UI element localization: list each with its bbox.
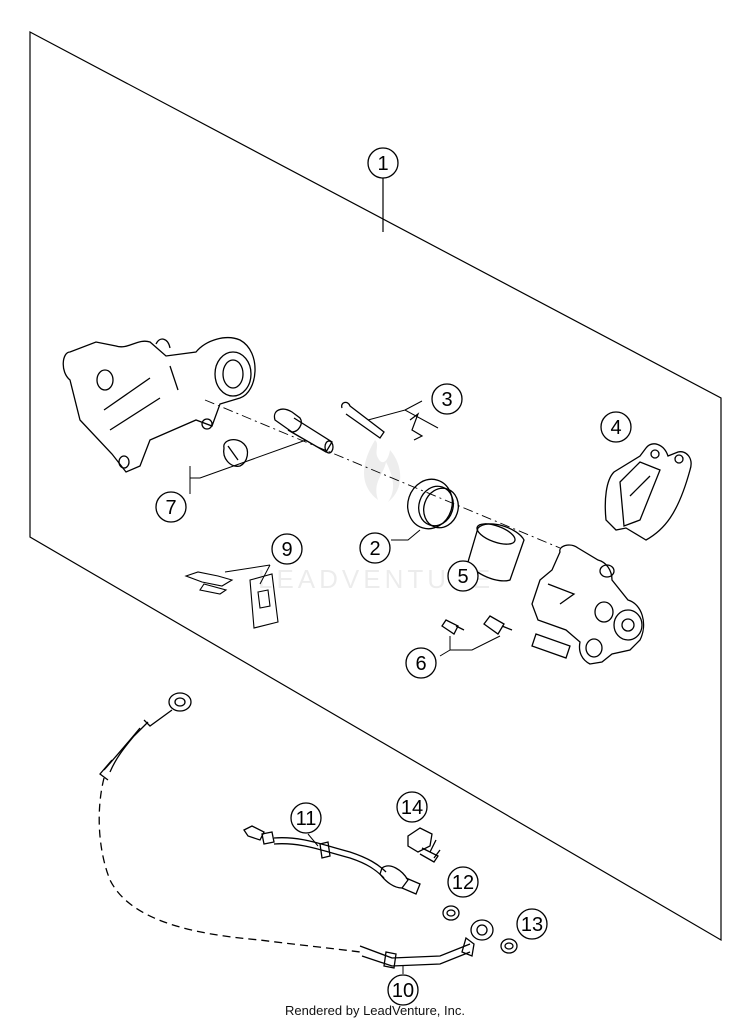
callout-11[interactable]: 11 [290, 802, 322, 847]
callout-11-label: 11 [296, 808, 317, 830]
rubber-boot [223, 438, 249, 467]
callout-6[interactable]: 6 [405, 635, 501, 679]
callout-4-circle [600, 411, 632, 443]
callout-5-circle [447, 560, 479, 592]
callout-5-label: 5 [457, 566, 468, 588]
callout-1-label: 1 [377, 153, 388, 175]
callout-9[interactable]: 9 [224, 533, 303, 585]
callout-12-circle [447, 866, 479, 898]
brake-hose [98, 692, 494, 969]
callout-5[interactable]: 5 [447, 560, 479, 592]
callout-6-circle [405, 647, 437, 679]
callout-10-label: 10 [392, 980, 414, 1002]
callout-14-circle [396, 791, 428, 823]
callout-9-label: 9 [281, 539, 292, 561]
kit-frame [29, 31, 722, 942]
callout-2-leader [391, 529, 421, 541]
callout-2-circle [359, 532, 391, 564]
callout-3[interactable]: 3 [367, 383, 463, 429]
assembly-axis [204, 399, 561, 549]
watermark-flame-icon [363, 440, 401, 502]
callout-2[interactable]: 2 [359, 529, 421, 564]
piston-seal [407, 478, 459, 530]
callout-6-label: 6 [415, 653, 426, 675]
rendered-by-footer: Rendered by LeadVenture, Inc. [285, 1003, 465, 1018]
callout-7-leader [189, 439, 307, 494]
callout-14[interactable]: 14 [396, 791, 428, 823]
brake-light-switch [243, 825, 421, 895]
callout-12-label: 12 [452, 872, 474, 894]
caliper-carrier [62, 337, 256, 473]
bleed-screws [441, 615, 513, 635]
sealing-washer-13 [500, 938, 518, 954]
callout-13-label: 13 [521, 914, 543, 936]
sealing-washer-12 [442, 905, 460, 921]
callout-6-leader [439, 635, 501, 657]
callout-3-leader [367, 400, 439, 429]
brake-pad [604, 443, 692, 541]
callout-4[interactable]: 4 [600, 411, 632, 443]
callout-11-leader [307, 833, 319, 847]
callout-7-circle [155, 491, 187, 523]
callout-11-circle [290, 802, 322, 834]
callout-13-circle [516, 908, 548, 940]
callout-10[interactable]: 10 [387, 966, 419, 1006]
callout-4-label: 4 [610, 417, 621, 439]
callout-7-label: 7 [165, 497, 176, 519]
pad-pin [341, 401, 385, 439]
banjo-bolt [407, 827, 441, 863]
callout-2-label: 2 [369, 538, 380, 560]
callout-7[interactable]: 7 [155, 439, 307, 523]
callout-3-circle [431, 383, 463, 415]
callout-9-leader [224, 564, 271, 585]
callout-14-label: 14 [401, 797, 423, 819]
callout-9-circle [271, 533, 303, 565]
callout-13[interactable]: 13 [516, 908, 548, 940]
callout-1[interactable]: 1 [367, 147, 399, 232]
callout-3-label: 3 [441, 389, 452, 411]
callout-10-circle [387, 974, 419, 1006]
caliper-body [531, 544, 645, 665]
slide-pin [273, 408, 334, 454]
callout-12[interactable]: 12 [447, 866, 479, 898]
